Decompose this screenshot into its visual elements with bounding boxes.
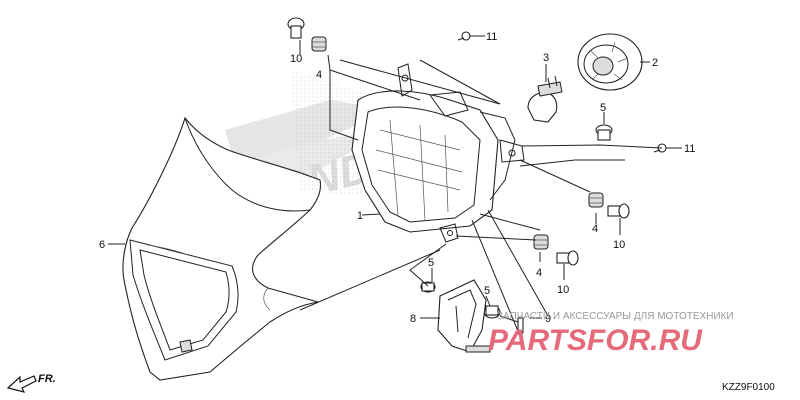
grommet-part-4-top — [311, 36, 327, 52]
diagram-code: KZZ9F0100 — [722, 382, 775, 393]
callout-10-right: 10 — [613, 239, 625, 251]
front-direction-arrow-icon: FR. — [6, 373, 56, 393]
screw-part-11-top — [457, 31, 471, 41]
callout-4-top: 4 — [316, 69, 322, 81]
callout-1: 1 — [357, 210, 363, 222]
callout-5-mid: 5 — [600, 102, 606, 114]
callout-4-lower: 4 — [536, 267, 542, 279]
leader-lines — [108, 35, 682, 337]
callout-5-right: 5 — [484, 285, 490, 297]
front-direction-label: FR. — [38, 373, 56, 385]
callout-4-right: 4 — [592, 223, 598, 235]
dust-cover-part-2 — [577, 33, 643, 91]
grommet-part-4-lower — [533, 234, 549, 250]
callout-3: 3 — [543, 52, 549, 64]
collar-part-10-top — [287, 17, 305, 39]
callout-8: 8 — [410, 313, 416, 325]
front-cowl-part-6 — [122, 116, 322, 381]
collar-part-5-mid — [595, 124, 613, 141]
callout-5-left: 5 — [428, 257, 434, 269]
callout-10-lower: 10 — [557, 284, 569, 296]
grommet-part-4-right — [588, 192, 604, 208]
headlight-unit-part-1 — [351, 63, 525, 243]
watermark-logo: PARTSFOR.RU — [488, 324, 703, 357]
collar-part-10-lower — [556, 250, 579, 266]
bulb-part-3 — [527, 75, 563, 123]
collar-part-5-left — [420, 281, 436, 293]
callout-6: 6 — [99, 239, 105, 251]
callout-2: 2 — [652, 57, 658, 69]
callout-10-top: 10 — [290, 53, 302, 65]
watermark-tagline: ЗАПЧАСТИ И АКСЕССУАРЫ ДЛЯ МОТОТЕХНИКИ — [497, 311, 734, 322]
callout-11-mid: 11 — [684, 143, 695, 155]
bracket-part-8 — [437, 279, 491, 353]
collar-part-10-right — [607, 203, 630, 219]
callout-11-top: 11 — [486, 31, 497, 43]
callout-9: 9 — [545, 313, 551, 325]
